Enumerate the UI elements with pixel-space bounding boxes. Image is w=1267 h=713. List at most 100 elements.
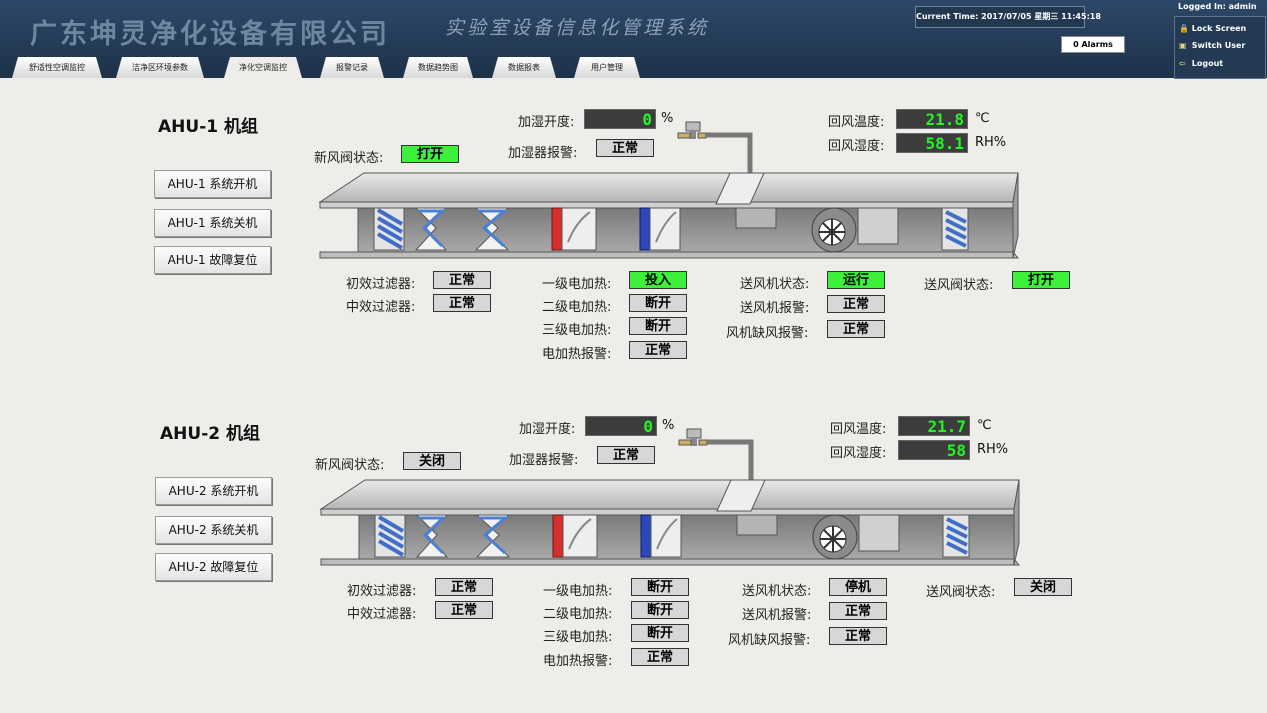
system-title: 实验室设备信息化管理系统 bbox=[445, 17, 710, 39]
system-stop-button[interactable]: AHU-1 系统关机 bbox=[154, 209, 271, 237]
primary-filter-icon bbox=[415, 514, 449, 558]
time-label: Current Time: bbox=[916, 12, 979, 21]
lock-screen-button[interactable]: 🔒 Lock Screen bbox=[1179, 21, 1246, 37]
primary-filter-icon bbox=[414, 207, 448, 251]
heater3-label: 三级电加热: bbox=[543, 630, 613, 645]
fan-air-lack-label: 风机缺风报警: bbox=[726, 326, 809, 341]
heater2-label: 二级电加热: bbox=[543, 607, 613, 622]
return-temp-label: 回风温度: bbox=[830, 422, 887, 437]
heater2-label: 二级电加热: bbox=[542, 300, 612, 315]
heater1-label: 一级电加热: bbox=[543, 584, 613, 599]
heater-alarm-label: 电加热报警: bbox=[543, 654, 613, 669]
humidifier-opening-label: 加湿开度: bbox=[519, 422, 576, 437]
tab-user-mgmt[interactable]: 用户管理 bbox=[574, 57, 640, 78]
switch-user-button[interactable]: ▣ Switch User bbox=[1179, 38, 1245, 54]
supply-damper-status: 打开 bbox=[1012, 271, 1070, 289]
return-temp-value: 21.8 bbox=[896, 109, 968, 129]
fresh-air-damper-icon bbox=[374, 514, 406, 558]
fresh-air-damper-label: 新风阀状态: bbox=[315, 458, 385, 473]
tab-trend[interactable]: 数据趋势图 bbox=[403, 57, 473, 78]
header-bar: 广东坤灵净化设备有限公司 实验室设备信息化管理系统 Current Time: … bbox=[0, 0, 1267, 79]
fan-status: 停机 bbox=[829, 578, 887, 596]
humidifier-alarm-status: 正常 bbox=[596, 139, 654, 157]
fan-status-label: 送风机状态: bbox=[740, 277, 810, 292]
heater-alarm-status: 正常 bbox=[629, 341, 687, 359]
electric-heater-icon bbox=[551, 207, 597, 251]
return-humidity-label: 回风湿度: bbox=[828, 139, 885, 154]
heater1-status: 断开 bbox=[631, 578, 689, 596]
return-humidity-value: 58 bbox=[898, 440, 970, 460]
humidifier-opening-label: 加湿开度: bbox=[518, 115, 575, 130]
switch-user-label: Switch User bbox=[1191, 41, 1246, 50]
alarm-count-button[interactable]: 0 Alarms bbox=[1061, 36, 1125, 53]
heater-alarm-label: 电加热报警: bbox=[542, 347, 612, 362]
tab-alarm-log[interactable]: 报警记录 bbox=[320, 57, 384, 78]
logged-in-label: Logged In: admin bbox=[1178, 2, 1257, 11]
tab-purify-ac[interactable]: 净化空调监控 bbox=[224, 57, 302, 78]
celsius-unit: ℃ bbox=[975, 111, 990, 126]
celsius-unit: ℃ bbox=[977, 418, 992, 433]
fresh-air-damper-label: 新风阀状态: bbox=[314, 151, 384, 166]
fan-status-label: 送风机状态: bbox=[742, 584, 812, 599]
logout-button[interactable]: ⇦ Logout bbox=[1179, 56, 1223, 72]
lock-icon: 🔒 bbox=[1179, 24, 1189, 33]
humidifier-valve-icon bbox=[678, 428, 708, 446]
cooling-coil-icon bbox=[639, 207, 681, 251]
heater2-status: 断开 bbox=[631, 601, 689, 619]
fan-air-lack-label: 风机缺风报警: bbox=[728, 633, 811, 648]
primary-filter-status: 正常 bbox=[435, 578, 493, 596]
medium-filter-label: 中效过滤器: bbox=[346, 300, 416, 315]
heater1-status: 投入 bbox=[629, 271, 687, 289]
fan-air-lack-status: 正常 bbox=[827, 320, 885, 338]
medium-filter-status: 正常 bbox=[433, 294, 491, 312]
fault-reset-button[interactable]: AHU-2 故障复位 bbox=[155, 553, 272, 581]
fresh-air-damper-status: 关闭 bbox=[403, 452, 461, 470]
fan-alarm-label: 送风机报警: bbox=[742, 608, 812, 623]
supply-air-damper-icon bbox=[941, 207, 969, 251]
primary-filter-label: 初效过滤器: bbox=[346, 277, 416, 292]
primary-filter-label: 初效过滤器: bbox=[347, 584, 417, 599]
fan-air-lack-status: 正常 bbox=[829, 627, 887, 645]
logout-icon: ⇦ bbox=[1179, 59, 1186, 68]
monitor-icon: ▣ bbox=[1179, 41, 1187, 50]
unit-title: AHU-2 机组 bbox=[160, 424, 260, 444]
return-temp-label: 回风温度: bbox=[828, 115, 885, 130]
primary-filter-status: 正常 bbox=[433, 271, 491, 289]
percent-unit: % bbox=[662, 418, 675, 433]
unit-title: AHU-1 机组 bbox=[158, 117, 258, 137]
lock-screen-label: Lock Screen bbox=[1191, 24, 1247, 33]
supply-damper-status: 关闭 bbox=[1014, 578, 1072, 596]
heater2-status: 断开 bbox=[629, 294, 687, 312]
fan-alarm-status: 正常 bbox=[829, 602, 887, 620]
return-humidity-value: 58.1 bbox=[896, 133, 968, 153]
fan-alarm-status: 正常 bbox=[827, 295, 885, 313]
humidifier-alarm-label: 加湿器报警: bbox=[508, 146, 578, 161]
tab-clean-env[interactable]: 洁净区环境参数 bbox=[116, 57, 204, 78]
fresh-air-damper-icon bbox=[373, 207, 405, 251]
system-start-button[interactable]: AHU-1 系统开机 bbox=[154, 170, 271, 198]
humidifier-alarm-status: 正常 bbox=[597, 446, 655, 464]
logout-label: Logout bbox=[1191, 59, 1224, 68]
time-value: 2017/07/05 星期三 11:45:18 bbox=[981, 12, 1101, 21]
supply-damper-label: 送风阀状态: bbox=[924, 278, 994, 293]
humidifier-opening-value: 0 bbox=[585, 416, 657, 436]
humidifier-opening-value: 0 bbox=[584, 109, 656, 129]
supply-fan-icon bbox=[811, 207, 899, 253]
tab-report[interactable]: 数据报表 bbox=[492, 57, 556, 78]
supply-fan-icon bbox=[812, 514, 900, 560]
system-start-button[interactable]: AHU-2 系统开机 bbox=[155, 477, 272, 505]
tab-comfort-ac[interactable]: 舒适性空调监控 bbox=[12, 57, 102, 78]
rh-unit: RH% bbox=[977, 442, 1009, 457]
fault-reset-button[interactable]: AHU-1 故障复位 bbox=[154, 246, 271, 274]
fan-alarm-label: 送风机报警: bbox=[740, 301, 810, 316]
medium-filter-status: 正常 bbox=[435, 601, 493, 619]
medium-filter-icon bbox=[474, 207, 510, 251]
heater3-status: 断开 bbox=[631, 624, 689, 642]
fan-status: 运行 bbox=[827, 271, 885, 289]
heater3-status: 断开 bbox=[629, 317, 687, 335]
heater1-label: 一级电加热: bbox=[542, 277, 612, 292]
current-time-box: Current Time: 2017/07/05 星期三 11:45:18 bbox=[915, 6, 1101, 28]
company-name: 广东坤灵净化设备有限公司 bbox=[30, 19, 390, 50]
system-stop-button[interactable]: AHU-2 系统关机 bbox=[155, 516, 272, 544]
heater-alarm-status: 正常 bbox=[631, 648, 689, 666]
